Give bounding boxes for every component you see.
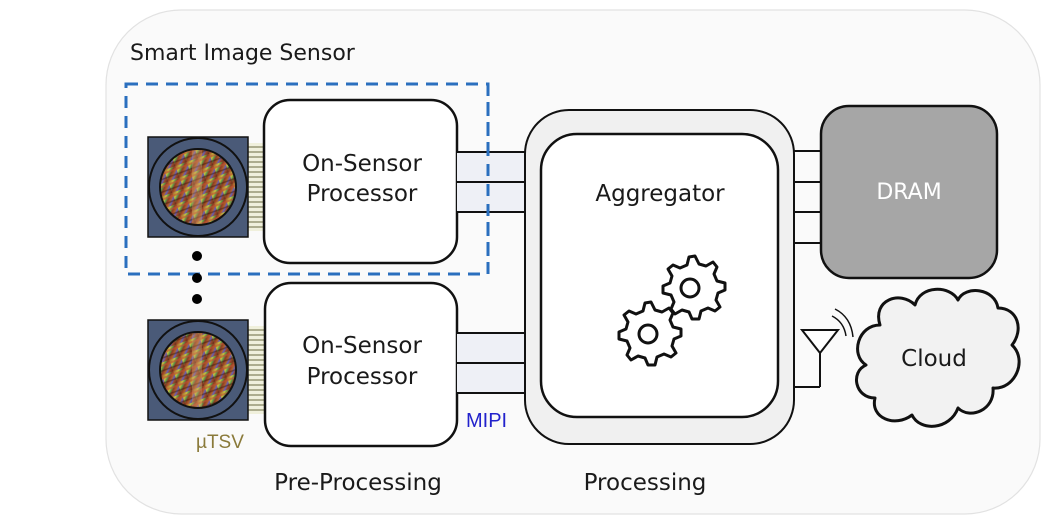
sensor-wafer-2 — [160, 332, 236, 408]
on-sensor-processor-2: On-Sensor Processor — [263, 281, 459, 448]
cloud-icon: Cloud — [855, 287, 1021, 428]
section-label-processing: Processing — [584, 470, 707, 496]
dram-bus — [794, 150, 821, 244]
vertical-ellipsis-icon — [192, 251, 202, 304]
aggregator-label: Aggregator — [595, 181, 725, 207]
dram-block: DRAM — [819, 104, 999, 280]
dram-label: DRAM — [876, 180, 941, 205]
mipi-label: MIPI — [466, 410, 507, 432]
section-label-pre-processing: Pre-Processing — [274, 470, 442, 496]
tsv-pins-1 — [248, 143, 265, 231]
image-sensor-2 — [147, 319, 265, 421]
cloud-label: Cloud — [901, 346, 967, 372]
tsv-pins-2 — [248, 326, 265, 414]
mipi-bus-2 — [457, 332, 525, 394]
dashed-sensor-highlight — [124, 82, 490, 276]
panel-title: Smart Image Sensor — [130, 41, 356, 66]
gears-icon — [617, 254, 727, 367]
antenna-icon — [794, 308, 854, 388]
sensor-wafer-1 — [160, 149, 236, 225]
aggregator-block: Aggregator — [524, 109, 795, 445]
processor-2-label-line1: On-Sensor — [302, 333, 422, 359]
processor-1-label-line1: On-Sensor — [302, 151, 422, 177]
image-sensor-1 — [147, 136, 265, 238]
on-sensor-processor-1: On-Sensor Processor — [262, 98, 459, 265]
tsv-label: µTSV — [196, 432, 244, 453]
mipi-bus-1 — [457, 151, 525, 213]
processor-1-label-line2: Processor — [307, 181, 418, 207]
processor-2-label-line2: Processor — [307, 364, 418, 390]
